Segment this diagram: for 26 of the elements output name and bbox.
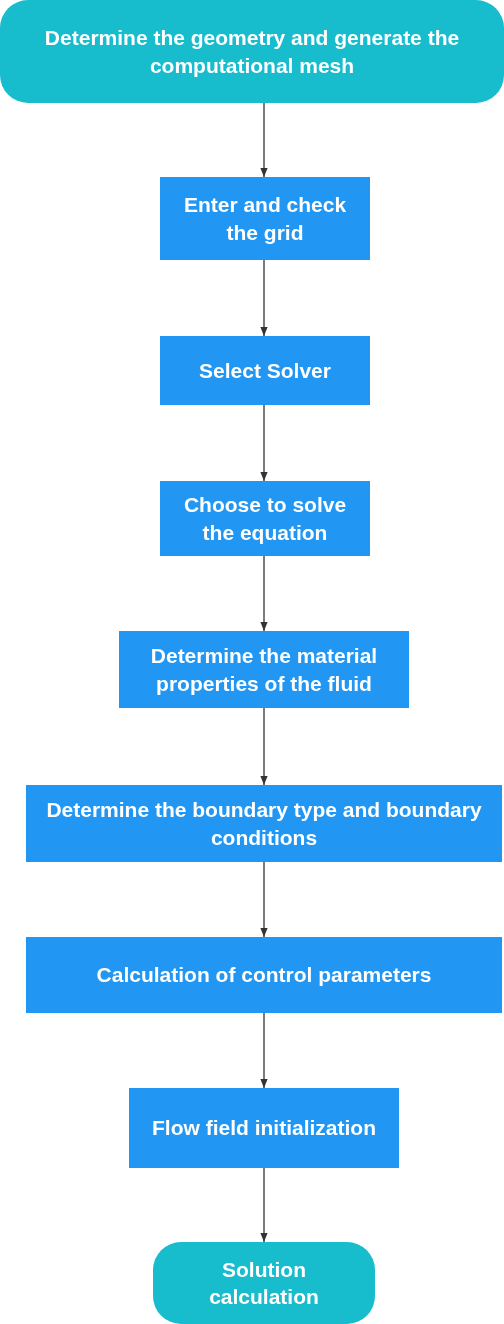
step-text: Flow field initialization xyxy=(152,1115,376,1142)
arrow xyxy=(260,1012,268,1089)
step-text: Determine the boundary type and boundary conditions xyxy=(45,797,483,851)
process-box xyxy=(129,1088,399,1168)
arrow xyxy=(260,259,268,337)
step-text: Calculation of control parameters xyxy=(96,962,432,989)
process-box xyxy=(160,177,370,260)
arrow xyxy=(260,555,268,632)
arrow xyxy=(260,1167,268,1243)
arrow xyxy=(260,861,268,938)
process-box xyxy=(26,937,502,1013)
step-text: Enter and check the grid xyxy=(182,192,348,246)
step-text: Determine the material properties of the fluid xyxy=(149,643,379,697)
process-box xyxy=(160,336,370,405)
step-text: Select Solver xyxy=(199,357,331,384)
arrow xyxy=(260,707,268,786)
terminal-box xyxy=(153,1242,375,1324)
arrow xyxy=(260,102,268,178)
arrow xyxy=(260,404,268,482)
step-text: Choose to solve the equation xyxy=(182,492,348,546)
terminal-box xyxy=(0,0,504,103)
step-text: Solution calculation xyxy=(208,1256,320,1310)
process-box xyxy=(119,631,409,708)
process-box xyxy=(160,481,370,556)
step-text: Determine the geometry and generate the computational mesh xyxy=(43,25,461,79)
process-box xyxy=(26,785,502,862)
